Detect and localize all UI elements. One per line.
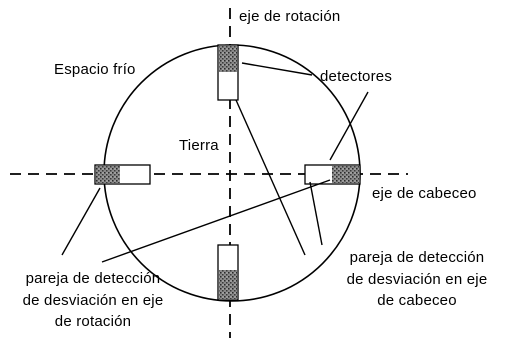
- label-rotation-axis: eje de rotación: [239, 8, 340, 25]
- leader-pair-rotation-bottom: [101, 179, 331, 263]
- detector-right: [304, 164, 361, 185]
- leader-pair-pitch-top: [235, 99, 306, 256]
- detector-top: [217, 44, 239, 101]
- leader-detectores-right: [329, 91, 369, 161]
- label-pair-pitch-line-3: de cabeceo: [377, 292, 457, 309]
- label-earth: Tierra: [179, 137, 219, 154]
- label-pair-rotation-line-2: de desviación en eje: [23, 292, 164, 309]
- label-pair-rotation-line-1: pareja de detección: [26, 270, 161, 287]
- label-pitch-axis: eje de cabeceo: [372, 185, 477, 202]
- label-pair-pitch-line-2: de desviación en eje: [347, 271, 488, 288]
- leader-pair-pitch-right: [309, 181, 323, 246]
- label-pair-rotation-line-3: de rotación: [55, 313, 131, 330]
- label-pair-pitch-line-1: pareja de detección: [350, 249, 485, 266]
- detector-bottom: [217, 244, 239, 301]
- leader-detectores-top: [241, 62, 313, 76]
- label-pair-pitch: pareja de detección de desviación en eje…: [347, 249, 488, 309]
- label-cold-space: Espacio frío: [54, 61, 136, 78]
- detector-left: [94, 164, 151, 185]
- label-pair-rotation: pareja de detección de desviación en eje…: [23, 270, 164, 330]
- label-detectors: detectores: [320, 68, 392, 85]
- leader-pair-rotation-left: [61, 187, 101, 256]
